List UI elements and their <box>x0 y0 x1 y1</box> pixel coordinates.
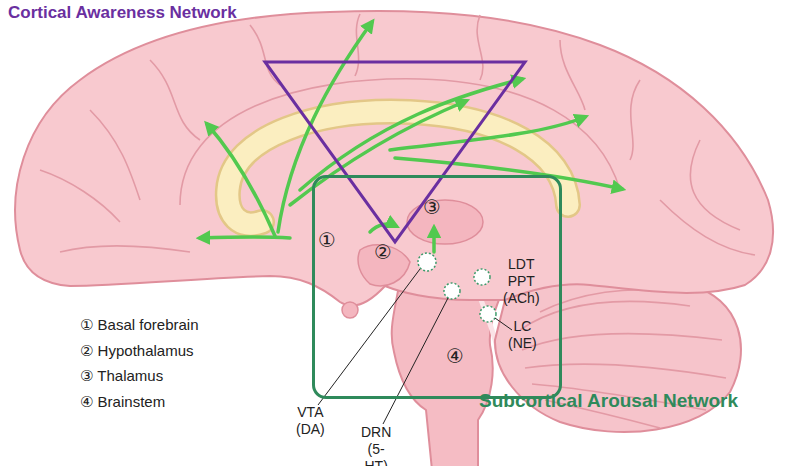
callout-number: ③ <box>423 196 441 218</box>
legend-row: ② Hypothalamus <box>80 341 194 360</box>
legend-row: ① Basal forebrain <box>80 315 199 334</box>
corpus-callosum <box>228 112 568 225</box>
nucleus-marker <box>444 283 460 299</box>
nucleus-label: VTA (DA) <box>296 404 325 438</box>
network-heading: Cortical Awareness Network <box>8 3 237 23</box>
network-heading: Subcortical Arousal Network <box>479 390 738 412</box>
triangle-outline <box>265 62 525 242</box>
corpus-callosum-outline <box>228 112 568 225</box>
projection-arrow <box>290 101 466 205</box>
projection-arrow <box>300 79 522 190</box>
nucleus-label: DRN (5-HT) <box>361 424 391 466</box>
projection-arrow <box>200 237 290 238</box>
legend-text: ③ Thalamus <box>80 367 163 384</box>
projection-arrow <box>395 158 622 189</box>
nucleus-marker <box>474 269 490 285</box>
nucleus-label: LC (NE) <box>508 318 537 352</box>
legend-row: ③ Thalamus <box>80 366 163 385</box>
projection-arrow <box>278 22 372 232</box>
legend-row: ④ Brainstem <box>80 392 165 411</box>
projection-arrow <box>207 124 275 236</box>
sulcus-lines <box>40 14 755 255</box>
cerebrum-shape <box>15 11 773 306</box>
thalamus-shape <box>407 200 483 244</box>
legend-text: ① Basal forebrain <box>80 316 199 333</box>
leader-line <box>383 298 448 424</box>
projection-arrow <box>432 228 436 252</box>
nucleus-label: LDT PPT (ACh) <box>503 256 540 307</box>
projection-arrow <box>390 117 585 150</box>
triangle-outline <box>263 60 527 246</box>
leader-line <box>318 269 420 405</box>
callout-number: ④ <box>446 345 464 367</box>
legend-text: ② Hypothalamus <box>80 342 194 359</box>
leader-line <box>495 318 512 330</box>
callout-number: ① <box>318 229 336 251</box>
network-triangle: Cortical Awareness Network <box>263 60 527 246</box>
legend-text: ④ Brainstem <box>80 393 165 410</box>
pituitary-shape <box>342 302 358 318</box>
callout-number: ② <box>374 241 392 263</box>
nucleus-marker <box>480 306 496 322</box>
nucleus-marker <box>418 253 436 271</box>
